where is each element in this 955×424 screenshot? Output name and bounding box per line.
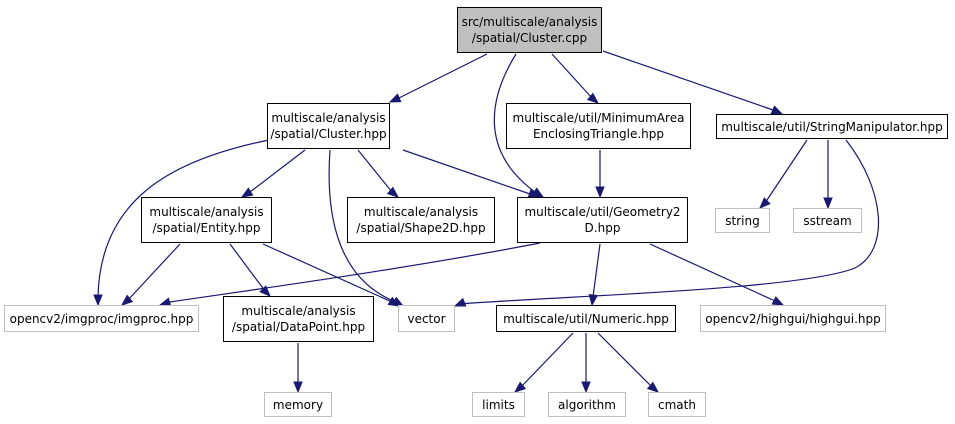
edge-cluster-hpp-to-vector: [328, 149, 397, 303]
arrowhead-string-manip-to-vector: [453, 297, 467, 307]
edge-tail-entity-to-vector: [390, 300, 393, 303]
node-string: string: [715, 208, 770, 233]
node-string-manipulator-hpp[interactable]: multiscale/util/StringManipulator.hpp: [716, 114, 948, 139]
edge-cluster-cpp-to-cluster-hpp: [398, 53, 488, 99]
edge-geometry2d-to-highgui: [649, 243, 776, 302]
edge-cluster-hpp-to-imgproc: [97, 139, 270, 298]
node-minimum-area-enclosing-triangle-hpp[interactable]: multiscale/util/MinimumArea EnclosingTri…: [506, 103, 691, 149]
edge-numeric-to-limits: [520, 332, 574, 388]
edge-cluster-cpp-to-string-manip: [602, 50, 774, 111]
node-limits: limits: [472, 392, 525, 417]
edge-tail-cluster-cpp-to-min-area: [589, 96, 593, 99]
node-algorithm: algorithm: [548, 392, 626, 417]
edge-geometry2d-to-numeric: [592, 243, 601, 298]
node-cluster-hpp[interactable]: multiscale/analysis /spatial/Cluster.hpp: [267, 103, 390, 149]
node-datapoint-hpp[interactable]: multiscale/analysis /spatial/DataPoint.h…: [223, 296, 374, 342]
node-shape2d-hpp[interactable]: multiscale/analysis /spatial/Shape2D.hpp: [347, 197, 495, 243]
node-sstream: sstream: [793, 208, 862, 233]
edge-tail-numeric-to-cmath: [649, 385, 653, 388]
edge-cluster-hpp-to-geometry2d: [402, 149, 531, 195]
edge-cluster-cpp-to-min-area: [551, 53, 593, 99]
arrowhead-cluster-hpp-to-entity: [240, 187, 254, 198]
edge-entity-to-imgproc: [127, 243, 181, 301]
edge-tail-entity-to-imgproc: [127, 298, 131, 301]
node-cluster-cpp: src/multiscale/analysis /spatial/Cluster…: [457, 7, 602, 53]
edge-tail-string-manip-to-string: [764, 200, 768, 204]
node-entity-hpp[interactable]: multiscale/analysis /spatial/Entity.hpp: [141, 197, 272, 243]
edge-string-manip-to-string: [764, 139, 808, 204]
edge-geometry2d-to-imgproc: [169, 242, 541, 303]
node-cmath: cmath: [648, 392, 706, 417]
node-opencv2-highgui: opencv2/highgui/highgui.hpp: [700, 305, 886, 332]
edge-tail-cluster-hpp-to-shape2d: [389, 190, 393, 193]
edge-cluster-cpp-to-geometry2d: [493, 53, 536, 193]
edge-tail-numeric-to-limits: [520, 385, 524, 388]
arrowhead-entity-to-imgproc: [120, 294, 134, 306]
edge-entity-to-datapoint: [229, 243, 266, 292]
node-geometry2d-hpp[interactable]: multiscale/util/Geometry2 D.hpp: [517, 197, 688, 243]
arrowhead-string-manip-to-string: [759, 197, 771, 209]
node-opencv2-imgproc: opencv2/imgproc/imgproc.hpp: [4, 305, 199, 332]
edge-tail-entity-to-datapoint: [262, 288, 266, 292]
edge-cluster-hpp-to-entity: [249, 149, 306, 193]
node-memory: memory: [264, 392, 332, 417]
edge-entity-to-vector: [262, 243, 393, 303]
edge-tail-string-manip-to-vector: [459, 301, 465, 305]
edge-cluster-hpp-to-shape2d: [357, 149, 393, 193]
node-numeric-hpp[interactable]: multiscale/util/Numeric.hpp: [496, 305, 676, 332]
edge-string-manip-to-vector: [459, 139, 880, 305]
node-vector: vector: [398, 305, 455, 332]
edge-numeric-to-cmath: [597, 332, 653, 388]
